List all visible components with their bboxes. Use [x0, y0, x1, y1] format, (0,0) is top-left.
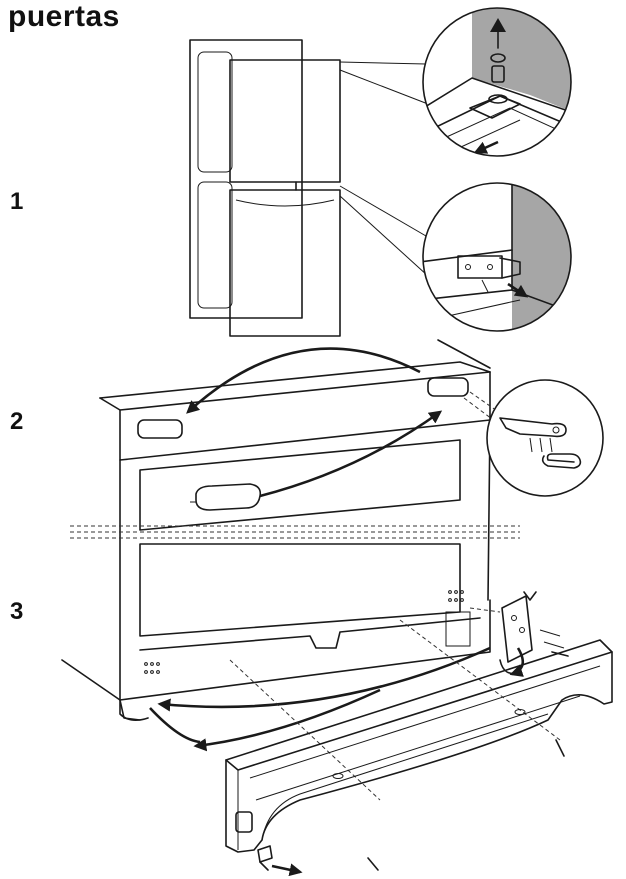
slide-out-arrow-icon	[271, 863, 303, 877]
vent-dots	[144, 590, 464, 674]
step-number-3: 3	[10, 598, 24, 625]
page-title: puertas	[8, 0, 120, 33]
hinge-pin	[491, 65, 505, 83]
fridge-front-view	[189, 39, 429, 337]
left-hinge-hole	[137, 419, 183, 439]
lower-door	[229, 189, 341, 337]
hinge-parts-detail	[486, 379, 604, 497]
hinge-plate	[457, 255, 503, 279]
curved-arrow-icon	[186, 347, 421, 414]
screw-icon	[555, 739, 565, 757]
hinge-icon	[501, 595, 533, 663]
step-number-1: 1	[10, 188, 24, 215]
right-hinge-hole	[427, 377, 469, 397]
kickplate	[225, 639, 613, 853]
slide-out-arrow-icon	[507, 282, 529, 298]
slide-out-arrow-icon	[473, 140, 499, 154]
screw-icon	[367, 857, 379, 871]
screw-icon	[551, 651, 569, 657]
curved-arrow-icon	[193, 688, 381, 752]
handle-recess	[195, 483, 262, 511]
curved-arrow-icon	[259, 410, 443, 498]
curved-arrow-icon	[157, 646, 491, 712]
middle-hinge-detail	[422, 182, 572, 332]
door-panel-top	[99, 339, 511, 701]
step-number-2: 2	[10, 408, 24, 435]
break-lines	[70, 525, 520, 539]
top-hinge-detail	[422, 7, 572, 157]
upper-door	[229, 59, 341, 183]
hinge-cap	[490, 53, 506, 63]
hinge-plate	[445, 611, 471, 647]
end-clip	[257, 845, 303, 877]
door-panel-bottom	[61, 543, 569, 871]
hinge-icon	[499, 417, 567, 438]
